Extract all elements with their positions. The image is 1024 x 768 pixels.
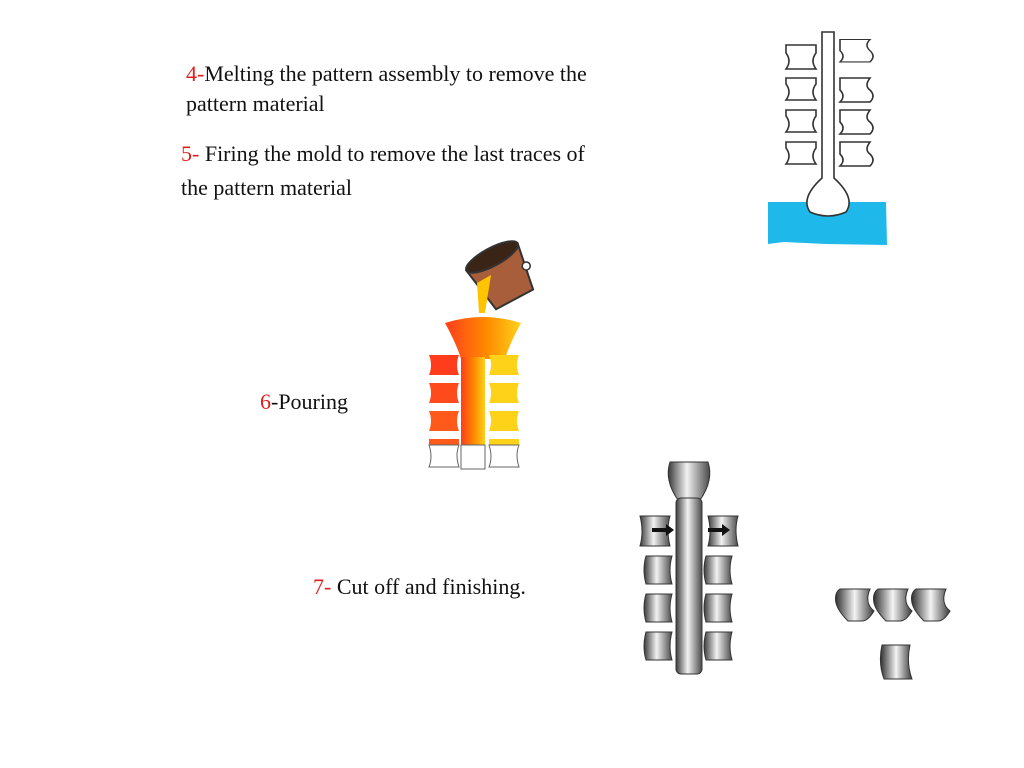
finished-parts-illustration: [835, 588, 951, 680]
step-4-text: 4-Melting the pattern assembly to remove…: [186, 59, 587, 119]
pattern-sprue: [806, 31, 850, 217]
step-6-label: -Pouring: [271, 389, 348, 414]
water-pool: [768, 202, 887, 245]
molten-stream: [477, 275, 491, 313]
step-4-label: Melting the pattern assembly to remove t…: [204, 61, 587, 86]
step-6-number: 6: [260, 389, 271, 414]
finished-parts: [835, 588, 951, 680]
casting-tree-illustration: [639, 461, 739, 675]
casting-cup: [667, 461, 711, 501]
step-5-number: 5-: [181, 141, 200, 166]
step-6-text: 6-Pouring: [260, 387, 348, 417]
step-5-label: Firing the mold to remove the last trace…: [199, 141, 585, 166]
mold-cavities: [428, 355, 520, 470]
step-7-label: Cut off and finishing.: [331, 574, 526, 599]
step-5-label-line2: the pattern material: [181, 175, 353, 200]
mold-cup: [445, 317, 521, 359]
casting-sprue: [675, 497, 703, 675]
step-5-text: 5- Firing the mold to remove the last tr…: [181, 137, 585, 205]
step-7-number: 7-: [313, 574, 332, 599]
step-4-number: 4-: [186, 61, 205, 86]
step-7-text: 7- Cut off and finishing.: [313, 572, 526, 602]
pouring-illustration: [428, 240, 535, 470]
step-4-label-line2: pattern material: [186, 91, 325, 116]
pattern-melting-illustration: [768, 31, 887, 245]
ladle: [464, 240, 535, 311]
pattern-parts: [784, 38, 874, 167]
cut-arrows: [652, 524, 730, 536]
